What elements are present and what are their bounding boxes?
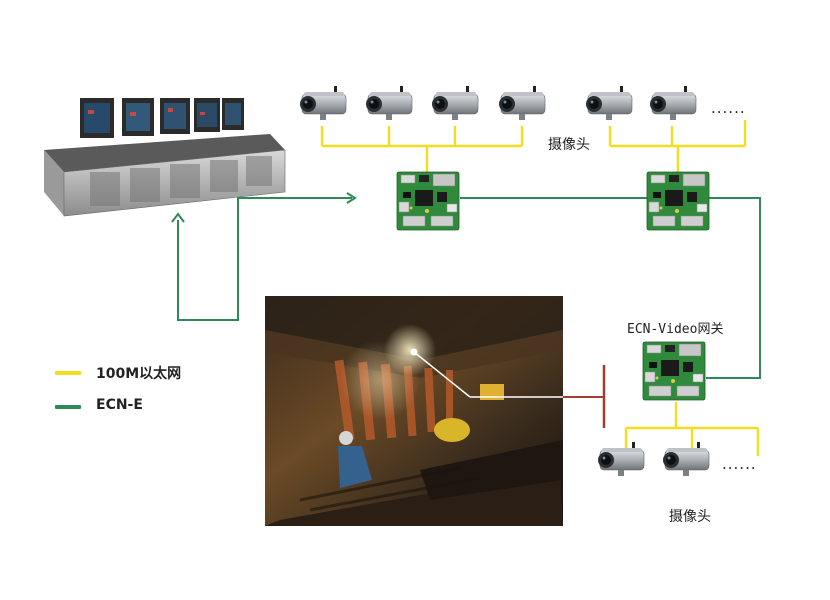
ip-camera-icon [585, 85, 633, 121]
ethernet-links-bottom [624, 402, 760, 456]
camera-location-callout [410, 348, 606, 428]
ip-camera-icon [498, 85, 546, 121]
gateway-label: ECN-Video网关 [627, 322, 724, 337]
ip-camera-icon [365, 85, 413, 121]
ecn-arrowheads [171, 192, 357, 223]
ip-camera-icon [649, 85, 697, 121]
legend-swatch-ethernet [55, 371, 81, 375]
camera-label-bottom: 摄像头 [669, 509, 711, 525]
continuation-dots-top: ...... [711, 99, 746, 117]
continuation-dots-bottom: ...... [722, 455, 757, 473]
gateway-board-icon [396, 171, 460, 231]
ip-camera-icon [662, 441, 710, 477]
ecn-links [177, 197, 761, 379]
legend-label-ecn: ECN-E [96, 397, 143, 413]
ip-camera-icon [299, 85, 347, 121]
ip-camera-icon [431, 85, 479, 121]
ip-camera-icon [597, 441, 645, 477]
legend-swatch-ecn [55, 405, 81, 409]
camera-label-top: 摄像头 [548, 137, 590, 153]
control-console-icon [44, 98, 286, 217]
mine-tunnel-photo [265, 296, 563, 526]
ethernet-links-top [320, 120, 747, 174]
legend-label-ethernet: 100M以太网 [96, 366, 182, 382]
gateway-board-icon [642, 341, 706, 401]
gateway-board-icon [646, 171, 710, 231]
